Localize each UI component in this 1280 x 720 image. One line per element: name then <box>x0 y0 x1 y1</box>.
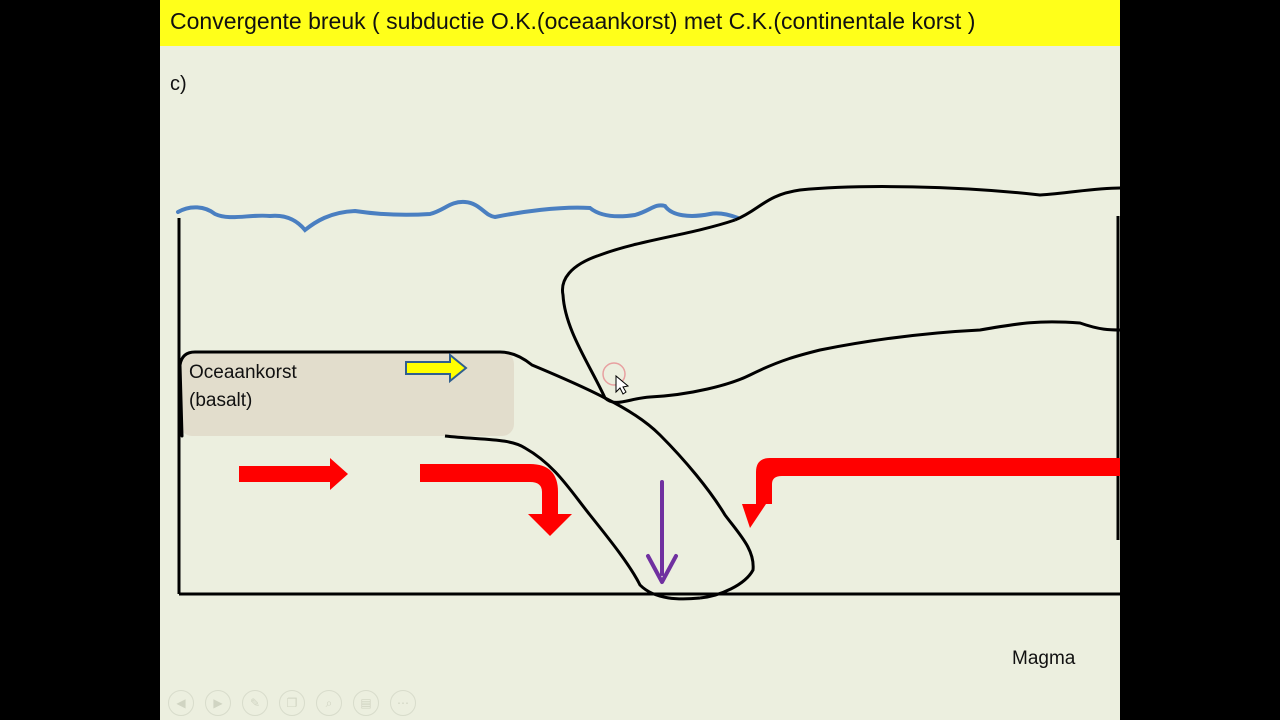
more-icon[interactable]: ⋯ <box>390 690 416 716</box>
subducting-slab-bottom <box>444 434 701 601</box>
plate-motion-arrow <box>405 352 468 384</box>
copy-icon[interactable]: ❐ <box>279 690 305 716</box>
convection-arrow-left <box>239 458 348 490</box>
oceanic-crust-label-line1: Oceaankorst <box>189 362 297 383</box>
pen-icon[interactable]: ✎ <box>242 690 268 716</box>
subduction-diagram <box>176 185 1120 601</box>
subducting-slab-top <box>604 396 755 600</box>
slides-icon[interactable]: ▤ <box>353 690 379 716</box>
oceanic-crust-label: Oceaankorst (basalt) <box>189 359 297 415</box>
slide: Convergente breuk ( subductie O.K.(oceaa… <box>160 0 1120 720</box>
slideshow-controls: ◀ ▶ ✎ ❐ ⌕ ▤ ⋯ <box>168 690 416 716</box>
continental-crust-wedge <box>560 218 1120 404</box>
slide-title: Convergente breuk ( subductie O.K.(oceaa… <box>170 8 976 34</box>
convection-arrow-right <box>742 458 1120 528</box>
title-bar: Convergente breuk ( subductie O.K.(oceaa… <box>160 0 1120 46</box>
pointer-halo <box>602 362 626 386</box>
convection-arrow-middle <box>420 464 572 536</box>
sinking-arrow <box>646 480 678 584</box>
continental-crust-top <box>734 185 1120 222</box>
magma-label: Magma <box>1012 648 1076 669</box>
oceanic-crust-label-line2: (basalt) <box>189 390 253 411</box>
water-surface <box>176 199 740 233</box>
zoom-icon[interactable]: ⌕ <box>316 690 342 716</box>
previous-icon[interactable]: ◀ <box>168 690 194 716</box>
mouse-cursor-icon <box>615 374 630 395</box>
oceanic-crust-outline <box>178 350 607 438</box>
subtitle-label: c) <box>170 73 187 95</box>
next-icon[interactable]: ▶ <box>205 690 231 716</box>
